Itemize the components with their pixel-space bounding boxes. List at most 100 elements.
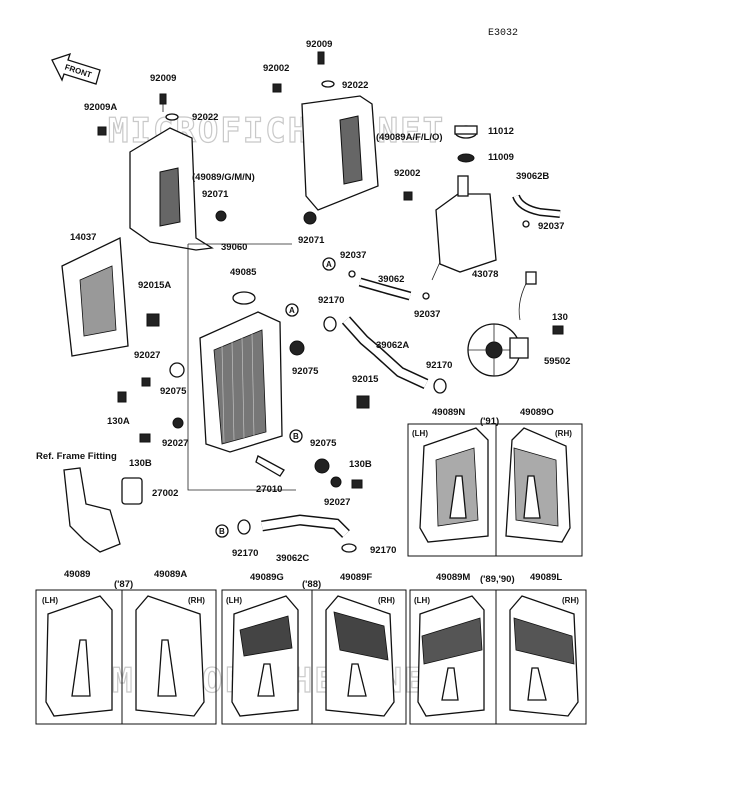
label-92170-a: 92170 — [318, 295, 344, 306]
clip-92037-right-icon — [522, 220, 530, 228]
part-labels: 92009 92022 92002 (49089A/F/L/O) 11012 1… — [36, 39, 570, 564]
label-92075-c: 92075 — [310, 438, 337, 449]
temp-switch-27010-icon — [255, 455, 285, 477]
label-92075-b: 92075 — [160, 386, 187, 397]
clamp-92170-a-icon — [323, 316, 337, 332]
label-92037-low: 92037 — [414, 309, 440, 320]
fan-59502-icon — [467, 271, 537, 377]
label-11009: 11009 — [488, 152, 514, 163]
label-49085: 49085 — [230, 267, 257, 278]
svg-text:B: B — [293, 432, 299, 441]
panel-set-88: 49089G ('88) 49089F (LH) (RH) — [221, 572, 407, 725]
radiator-39060-icon — [199, 311, 283, 453]
svg-text:('91): ('91) — [480, 416, 499, 427]
svg-text:49089: 49089 — [64, 569, 90, 580]
label-92015A: 92015A — [138, 280, 171, 291]
bolt-130A-icon — [117, 391, 127, 403]
label-92170-d: 92170 — [370, 545, 396, 556]
left-shroud-icon — [129, 127, 214, 251]
label-27010: 27010 — [256, 484, 282, 495]
svg-text:49089G: 49089G — [250, 572, 284, 583]
bolt-130B-left-icon — [139, 433, 151, 443]
panel-set-87: 49089 ('87) 49089A (LH) (RH) — [35, 569, 217, 725]
svg-text:(LH): (LH) — [414, 596, 430, 605]
damper-92075-a-icon — [289, 340, 305, 356]
seal-11009-icon — [457, 153, 475, 163]
svg-text:(LH): (LH) — [226, 596, 242, 605]
label-ref-frame-fitting: Ref. Frame Fitting — [36, 451, 117, 462]
radiator-cap-49085-icon — [232, 291, 256, 305]
svg-text:49089M: 49089M — [436, 572, 470, 583]
svg-text:(RH): (RH) — [562, 596, 579, 605]
label-92009-left: 92009 — [150, 73, 176, 84]
collar-92027-a-icon — [141, 377, 151, 387]
label-130B-right: 130B — [349, 459, 372, 470]
washer-92022-left-icon — [165, 113, 179, 121]
screw-92009-top-icon — [317, 51, 325, 65]
svg-text:(LH): (LH) — [42, 596, 58, 605]
clamp-92015A-icon — [146, 313, 160, 327]
label-130B-left: 130B — [129, 458, 152, 469]
label-43078: 43078 — [472, 269, 498, 280]
label-92015: 92015 — [352, 374, 379, 385]
hose-39062A-icon — [341, 316, 429, 389]
label-14037: 14037 — [70, 232, 96, 243]
marker-a-1-icon: A — [285, 303, 299, 317]
right-shroud-icon — [301, 95, 379, 211]
hose-39062C-icon — [261, 514, 350, 538]
label-130A: 130A — [107, 416, 130, 427]
reservoir-tank-43078-icon — [431, 175, 497, 281]
label-92027-c: 92027 — [324, 497, 350, 508]
label-92037-right: 92037 — [538, 221, 564, 232]
label-92022-left: 92022 — [192, 112, 218, 123]
label-49089AFLO: (49089A/F/L/O) — [376, 132, 443, 143]
svg-text:49089N: 49089N — [432, 407, 465, 418]
svg-text:('89,'90): ('89,'90) — [480, 574, 515, 585]
frame-fitting-bracket-icon — [63, 467, 121, 553]
label-92022-top: 92022 — [342, 80, 368, 91]
label-92075-a: 92075 — [292, 366, 319, 377]
collar-92027-b-icon — [172, 417, 184, 429]
svg-text:(RH): (RH) — [188, 596, 205, 605]
label-92071-left: 92071 — [202, 189, 229, 200]
label-92009A: 92009A — [84, 102, 117, 113]
grommet-92071-left-icon — [215, 210, 227, 222]
cap-11012-icon — [454, 125, 478, 139]
label-39062B: 39062B — [516, 171, 549, 182]
svg-text:B: B — [219, 527, 225, 536]
marker-a-2-icon: A — [322, 257, 336, 271]
label-92027-b: 92027 — [162, 438, 188, 449]
svg-text:(RH): (RH) — [378, 596, 395, 605]
marker-b-1-icon: B — [289, 429, 303, 443]
svg-text:49089A: 49089A — [154, 569, 187, 580]
panel-set-91: 49089N ('91) 49089O (LH) (RH) — [407, 407, 583, 557]
relay-27002-icon — [121, 477, 143, 505]
label-92071-mid: 92071 — [298, 235, 325, 246]
clamp-92015-icon — [356, 395, 370, 409]
collar-92027-c-icon — [330, 476, 342, 488]
svg-text:49089F: 49089F — [340, 572, 372, 583]
panel-set-89-90: 49089M ('89,'90) 49089L (LH) (RH) — [409, 572, 587, 725]
label-92037-mid: 92037 — [340, 250, 366, 261]
label-92170-b: 92170 — [426, 360, 452, 371]
label-92009-top: 92009 — [306, 39, 332, 50]
clip-92037-mid-icon — [348, 270, 356, 278]
svg-text:A: A — [326, 260, 332, 269]
marker-b-2-icon: B — [215, 524, 229, 538]
bolt-130B-right-icon — [351, 479, 363, 489]
screw-92009A-icon — [97, 126, 107, 136]
label-92170-c: 92170 — [232, 548, 258, 559]
svg-text:('87): ('87) — [114, 579, 133, 590]
grommet-92071-mid-icon — [303, 211, 317, 225]
label-92027-a: 92027 — [134, 350, 160, 361]
label-11012: 11012 — [488, 126, 514, 137]
clamp-92170-b-icon — [433, 378, 447, 394]
label-130: 130 — [552, 312, 568, 323]
label-59502: 59502 — [544, 356, 570, 367]
svg-text:49089L: 49089L — [530, 572, 562, 583]
label-39062: 39062 — [378, 274, 404, 285]
clamp-92170-c-icon — [237, 519, 251, 535]
bolt-130-icon — [552, 325, 564, 335]
hose-39062B-icon — [512, 194, 561, 218]
